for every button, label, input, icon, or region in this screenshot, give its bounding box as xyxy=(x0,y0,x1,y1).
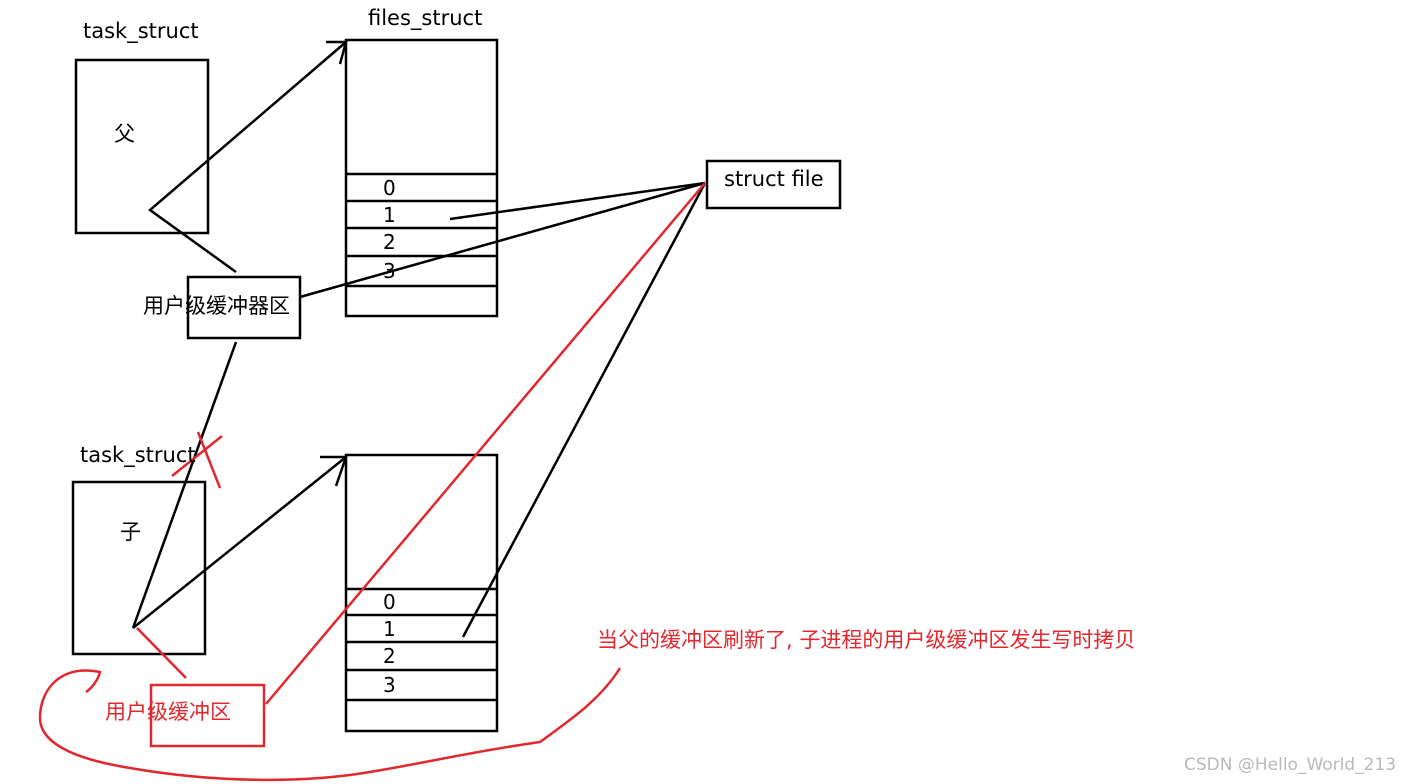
parent-files-struct-box xyxy=(344,38,499,318)
child-fd-index: 1 xyxy=(383,617,396,641)
child-buffer-label: 用户级缓冲区 xyxy=(105,700,231,724)
child-buffer-box xyxy=(149,683,266,748)
parent-task-struct-label: task_struct xyxy=(83,19,199,43)
parent-buffer-to-file-line xyxy=(299,181,706,299)
parent-files-arrowhead xyxy=(326,40,348,65)
parent-fd-index: 3 xyxy=(383,259,396,283)
child-task-struct-label: task_struct xyxy=(80,443,196,467)
child-task-struct-box xyxy=(71,480,207,656)
parent-process-label: 父 xyxy=(114,122,135,146)
child-process-label: 子 xyxy=(120,520,141,544)
child-files-struct-box xyxy=(344,453,499,733)
annotation-curve xyxy=(38,667,622,782)
child-fd-index: 3 xyxy=(383,673,396,697)
child-files-pointer-arrow xyxy=(132,456,347,629)
child-fd-index: 0 xyxy=(383,590,396,614)
child-fd-index: 2 xyxy=(383,644,396,668)
parent-buffer-box xyxy=(186,275,302,340)
struct-file-label: struct file xyxy=(724,167,824,191)
child-to-own-buffer-line xyxy=(136,627,187,679)
child-to-parent-buffer-line xyxy=(131,341,238,629)
parent-fd-index: 0 xyxy=(383,176,396,200)
cross-out-mark xyxy=(196,431,222,489)
child-fd1-to-file-line xyxy=(461,182,707,638)
parent-files-pointer-arrow xyxy=(147,41,347,274)
parent-fd1-to-file-line xyxy=(449,181,706,221)
files-struct-label: files_struct xyxy=(368,6,483,30)
cross-out-mark xyxy=(171,435,223,477)
struct-file-box xyxy=(705,159,842,210)
copy-on-write-annotation: 当父的缓冲区刷新了, 子进程的用户级缓冲区发生写时拷贝 xyxy=(597,628,1136,652)
parent-fd-index: 2 xyxy=(383,230,396,254)
parent-fd-index: 1 xyxy=(383,203,396,227)
parent-buffer-label: 用户级缓冲器区 xyxy=(143,294,290,318)
child-buffer-to-file-line xyxy=(265,182,706,705)
parent-task-struct-box xyxy=(74,58,210,235)
csdn-watermark: CSDN @Hello_World_213 xyxy=(1184,755,1397,775)
child-files-arrowhead xyxy=(320,455,348,487)
